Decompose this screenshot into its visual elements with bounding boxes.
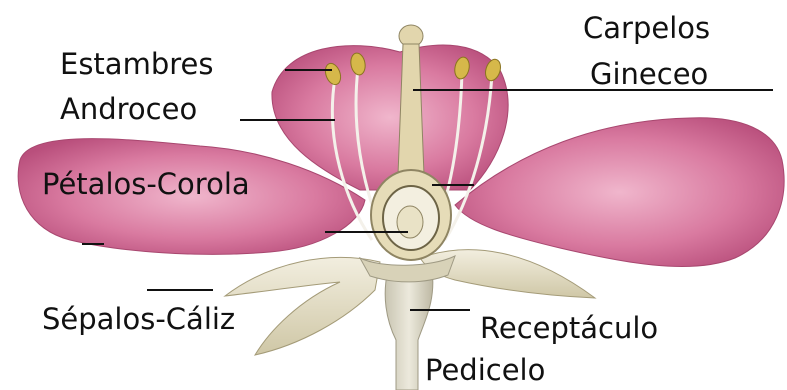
petal-top (272, 45, 508, 190)
label-petalos-corola: Pétalos-Corola (42, 170, 250, 199)
sepal-left (225, 257, 380, 355)
label-carpelos: Carpelos (583, 14, 710, 43)
label-gineceo: Gineceo (590, 60, 708, 89)
label-receptaculo: Receptáculo (480, 314, 658, 343)
label-sepalos-caliz: Sépalos-Cáliz (42, 305, 235, 334)
ovule (397, 206, 423, 238)
style (398, 44, 424, 175)
petal-right (455, 118, 784, 267)
label-androceo: Androceo (60, 95, 197, 124)
label-pedicelo: Pedicelo (425, 356, 545, 385)
label-estambres: Estambres (60, 50, 213, 79)
